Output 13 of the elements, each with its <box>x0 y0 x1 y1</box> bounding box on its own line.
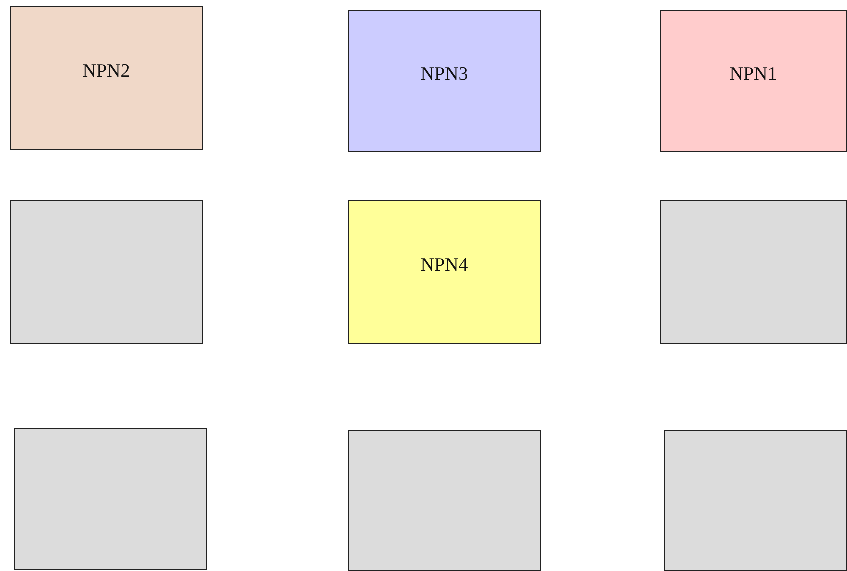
empty-box <box>10 200 203 344</box>
empty-box <box>664 430 847 571</box>
box-label: NPN3 <box>420 64 468 86</box>
box-label: NPN2 <box>82 61 130 83</box>
empty-box <box>660 200 847 344</box>
empty-box <box>14 428 207 570</box>
empty-box <box>348 430 541 571</box>
box-label: NPN1 <box>730 64 778 86</box>
label-box <box>10 6 203 150</box>
label-box <box>348 10 541 152</box>
label-box <box>348 200 541 344</box>
label-box <box>660 10 847 152</box>
box-label: NPN4 <box>420 255 468 277</box>
